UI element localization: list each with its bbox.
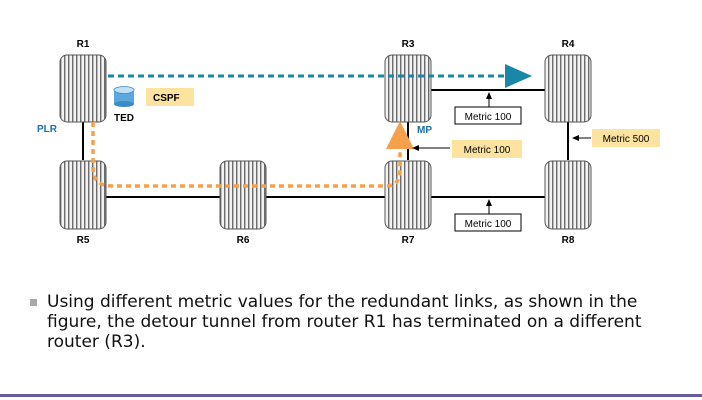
bullet-text: Using different metric values for the re…: [47, 292, 642, 352]
router-r1: R1: [59, 39, 107, 123]
router-r8-label: R8: [562, 235, 575, 246]
metric-r4-r8-label: Metric 500: [603, 134, 650, 145]
plr-label: PLR: [37, 124, 58, 135]
router-r7: R7: [384, 160, 432, 246]
router-r1-label: R1: [77, 39, 90, 50]
ted-label: TED: [114, 113, 134, 124]
router-r6: R6: [219, 160, 267, 246]
router-r4-label: R4: [562, 39, 575, 50]
metric-r3-r4-callout: Metric 100: [454, 92, 522, 125]
metric-r7-r8-callout: Metric 100: [454, 199, 522, 232]
router-r3-label: R3: [402, 39, 415, 50]
ted-database-icon: [113, 86, 135, 107]
metric-r7-r8-label: Metric 100: [465, 219, 512, 230]
router-r6-label: R6: [237, 235, 250, 246]
metric-r4-r8-callout: Metric 500: [572, 129, 660, 147]
router-r5-label: R5: [77, 235, 90, 246]
router-r7-label: R7: [402, 235, 415, 246]
router-r4: R4: [544, 39, 592, 123]
metric-r3-r7-label: Metric 100: [464, 145, 511, 156]
bullet-item: Using different metric values for the re…: [30, 292, 680, 352]
router-r8: R8: [544, 160, 592, 246]
metric-r3-r4-label: Metric 100: [465, 112, 512, 123]
bottom-divider: [0, 394, 702, 397]
network-diagram: R1 R3 R4 R5 R6 R7 R8 TED CSPF PLR MP: [37, 39, 660, 246]
bullet-square-icon: [30, 299, 37, 306]
mp-label: MP: [417, 125, 432, 136]
cspf-label: CSPF: [153, 93, 180, 104]
router-r5: R5: [59, 160, 107, 246]
cspf-tag: CSPF: [146, 88, 194, 106]
links: [82, 89, 569, 198]
router-r3: R3: [384, 39, 432, 123]
metric-r3-r7-callout: Metric 100: [412, 140, 522, 158]
